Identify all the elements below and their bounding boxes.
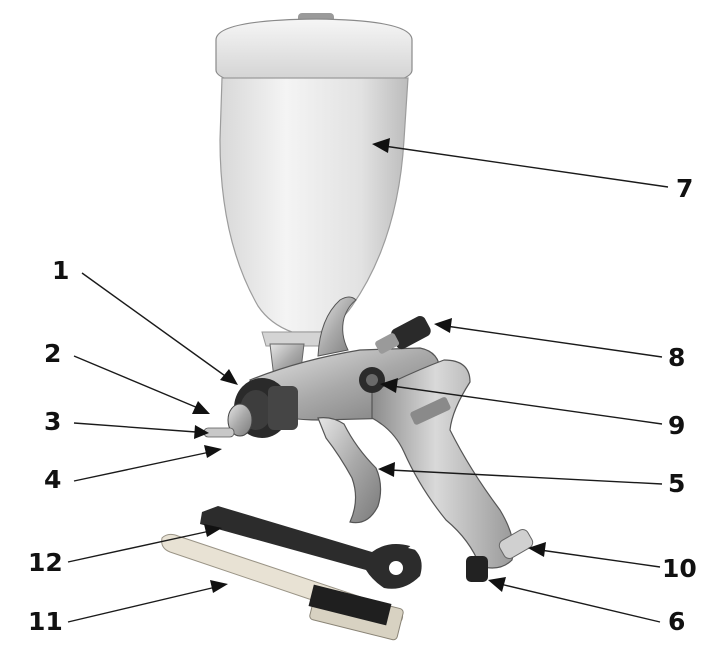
- callout-number-7: 7: [676, 174, 693, 203]
- leader-line-2: [73, 355, 199, 409]
- air-cap-icon: [203, 378, 298, 438]
- fluid-knob-icon: [375, 316, 431, 354]
- callout-numbers: 1 2 3 4 5 6 7 8 9 10 11 12: [28, 174, 697, 636]
- arrowhead-10: [528, 542, 546, 557]
- fan-adjust-wheel-icon: [359, 367, 385, 393]
- paint-cup-icon: [215, 13, 413, 347]
- spray-gun-image: [161, 13, 534, 641]
- arrowhead-2: [192, 401, 210, 414]
- arrowhead-12: [204, 524, 222, 537]
- callout-number-5: 5: [668, 469, 685, 498]
- arrowhead-1: [220, 369, 238, 385]
- cleaning-brush-icon: [161, 533, 404, 641]
- leader-line-11: [67, 586, 217, 623]
- callout-number-4: 4: [44, 465, 61, 494]
- air-inlet-icon: [466, 529, 534, 582]
- callout-number-11: 11: [28, 607, 63, 636]
- callout-number-1: 1: [52, 256, 69, 285]
- arrowhead-9: [380, 378, 398, 393]
- leader-line-6: [499, 583, 661, 623]
- leader-line-10: [539, 549, 661, 568]
- callout-number-8: 8: [668, 343, 685, 372]
- leader-line-12: [67, 530, 211, 563]
- leader-line-4: [73, 451, 211, 482]
- arrowhead-7: [372, 138, 390, 153]
- arrowhead-4: [204, 445, 222, 458]
- leader-line-7: [383, 145, 669, 188]
- callout-number-12: 12: [28, 548, 63, 577]
- callout-number-6: 6: [668, 607, 685, 636]
- arrowhead-5: [378, 462, 395, 477]
- leader-line-3: [73, 422, 197, 433]
- leader-line-9: [391, 385, 663, 425]
- leader-line-1: [81, 272, 229, 379]
- callout-number-10: 10: [662, 554, 697, 583]
- arrowhead-6: [488, 577, 506, 592]
- callout-leaders: [67, 138, 669, 623]
- callout-number-2: 2: [44, 339, 61, 368]
- callout-number-9: 9: [668, 411, 685, 440]
- arrowhead-8: [434, 318, 452, 333]
- arrowhead-11: [210, 580, 228, 593]
- callout-number-3: 3: [44, 407, 61, 436]
- wrench-tool-icon: [200, 506, 424, 589]
- arrowhead-3: [194, 425, 209, 439]
- leader-line-5: [389, 469, 663, 485]
- leader-line-8: [445, 325, 663, 358]
